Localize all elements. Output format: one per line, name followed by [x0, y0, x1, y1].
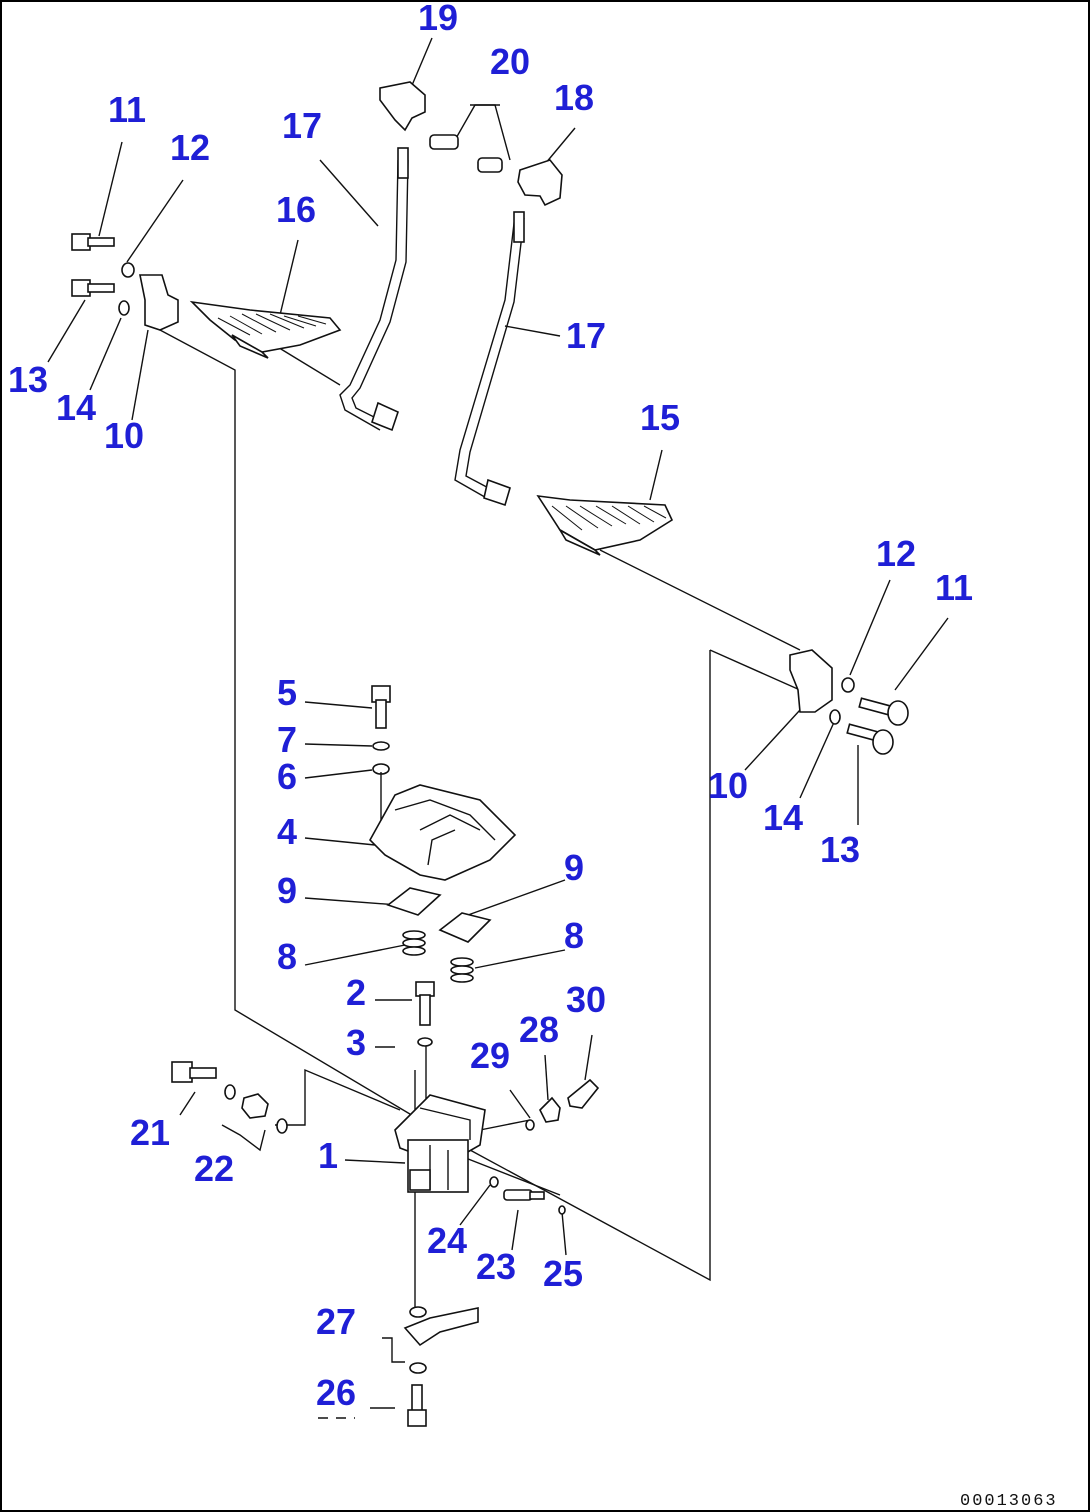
bolt-11-left [71, 233, 115, 251]
label-9-left: 9 [277, 870, 297, 911]
label-8-right: 8 [564, 915, 584, 956]
label-30: 30 [566, 979, 606, 1020]
washer-7 [372, 741, 390, 751]
label-22: 22 [194, 1148, 234, 1189]
label-16: 16 [276, 189, 316, 230]
pedal-15 [536, 494, 674, 556]
bolt-13-left [71, 279, 115, 297]
pins-20 [429, 134, 503, 173]
leader-lines [47, 37, 949, 1419]
label-26: 26 [316, 1372, 356, 1413]
label-8-left: 8 [277, 936, 297, 977]
label-11-right: 11 [935, 567, 973, 608]
label-29: 29 [470, 1035, 510, 1076]
washer-14-right [829, 709, 841, 725]
clevis-18 [517, 159, 563, 207]
label-27: 27 [316, 1301, 356, 1342]
plug-23 [503, 1189, 545, 1201]
label-17-right: 17 [566, 315, 606, 356]
label-17-left: 17 [282, 105, 322, 146]
oring-24 [489, 1176, 499, 1188]
label-11-left: 11 [108, 89, 146, 130]
label-2: 2 [346, 972, 366, 1013]
bolt-13-right [846, 723, 894, 755]
fittings-22 [224, 1084, 288, 1134]
washer-3 [417, 1037, 433, 1047]
label-14-right: 14 [763, 797, 803, 838]
sensor-30 [567, 1078, 600, 1109]
label-24: 24 [427, 1220, 467, 1261]
part-number-labels: 11 12 17 16 19 20 18 17 15 13 14 10 12 1… [8, 0, 973, 1413]
label-9-right: 9 [564, 847, 584, 888]
washer-12-right [841, 677, 855, 693]
cover-4 [369, 784, 517, 881]
label-3: 3 [346, 1022, 366, 1063]
label-20: 20 [490, 41, 530, 82]
label-7: 7 [277, 719, 297, 760]
bolt-11-right [858, 697, 909, 726]
label-10-left: 10 [104, 415, 144, 456]
label-13-left: 13 [8, 359, 48, 400]
label-5: 5 [277, 672, 297, 713]
oring-25 [558, 1205, 566, 1215]
clevis-19 [379, 81, 426, 132]
rod-17-left [339, 147, 409, 432]
bolt-26 [407, 1384, 427, 1427]
label-4: 4 [277, 811, 297, 852]
bracket-10-left [139, 274, 179, 331]
label-6: 6 [277, 756, 297, 797]
part-shapes [71, 81, 909, 1427]
rod-17-right [454, 211, 525, 507]
oring-29 [525, 1119, 535, 1131]
fitting-28 [539, 1096, 561, 1123]
washer-14-left [118, 300, 130, 316]
plate-9-left [386, 887, 442, 916]
pedal-16 [189, 300, 342, 359]
label-13-right: 13 [820, 829, 860, 870]
label-10-right: 10 [708, 765, 748, 806]
label-23: 23 [476, 1246, 516, 1287]
label-19: 19 [418, 0, 458, 38]
lever-27 [403, 1306, 479, 1374]
label-25: 25 [543, 1253, 583, 1294]
label-15: 15 [640, 397, 680, 438]
bracket-10-right [789, 649, 833, 713]
label-1: 1 [318, 1135, 338, 1176]
label-12-left: 12 [170, 127, 210, 168]
plate-9-right [438, 912, 492, 943]
label-14-left: 14 [56, 387, 96, 428]
valve-body-1 [394, 1094, 486, 1193]
washer-12-left [121, 262, 135, 278]
bolt-2 [415, 981, 435, 1026]
label-12-right: 12 [876, 533, 916, 574]
label-18: 18 [554, 77, 594, 118]
spring-8-right [450, 957, 474, 983]
label-21: 21 [130, 1112, 170, 1153]
bolt-21 [171, 1061, 217, 1083]
spring-8-left [402, 930, 426, 956]
bolt-5 [371, 685, 391, 729]
label-28: 28 [519, 1009, 559, 1050]
reference-code: 00013063 [960, 1492, 1058, 1511]
